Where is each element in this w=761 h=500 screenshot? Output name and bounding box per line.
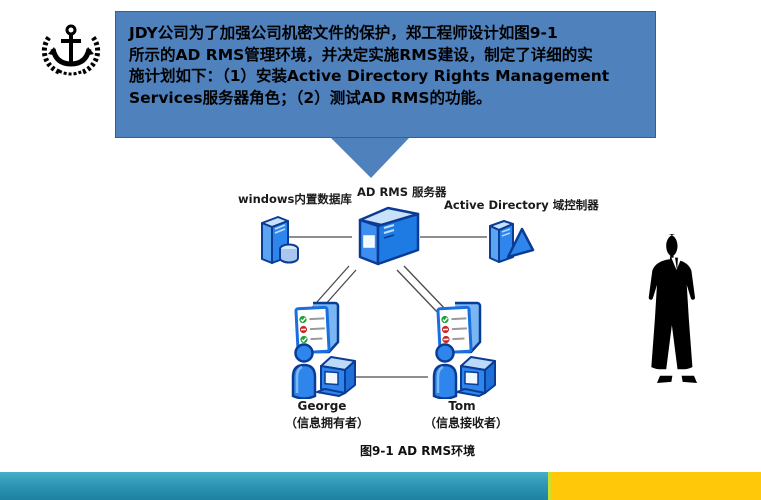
footer-bar-divider [548,472,551,500]
george-person-icon [290,343,322,399]
scenario-line-4: Services服务器角色；（2）测试AD RMS的功能。 [129,88,492,107]
george-computer-icon [315,352,357,398]
database-server-icon [252,210,302,268]
scenario-line-2: 所示的AD RMS管理环境，并决定实施RMS建设，制定了详细的实 [129,45,593,64]
tom-person-icon [431,343,463,399]
anchor-wreath-logo [40,20,102,78]
footer-teal-bar [0,472,548,500]
tom-name-label: Tom [448,399,476,413]
george-document-icon [294,300,344,360]
tom-computer-icon [455,352,497,398]
figure-caption: 图9-1 AD RMS环境 [360,444,476,458]
scenario-line-1: JDY公司为了加强公司机密文件的保护，郑工程师设计如图9-1 [129,24,558,42]
rms-server-icon [348,200,426,270]
footer-yellow-bar [551,472,761,500]
scenario-line-3: 施计划如下：（1）安装Active Directory Rights Manag… [129,67,610,85]
label-active-directory-dc: Active Directory 域控制器 [444,198,599,212]
tom-role-label: （信息接收者） [423,416,508,430]
scenario-callout: JDY公司为了加强公司机密文件的保护，郑工程师设计如图9-1 所示的AD RMS… [115,11,656,138]
george-role-label: （信息拥有者） [284,416,369,430]
scenario-text: JDY公司为了加强公司机密文件的保护，郑工程师设计如图9-1 所示的AD RMS… [116,12,655,109]
callout-tail [331,138,409,178]
label-windows-internal-database: windows内置数据库 [238,192,352,206]
anchor-icon [41,24,101,76]
domain-controller-icon [484,217,538,267]
businessman-silhouette [648,233,706,385]
label-ad-rms-server: AD RMS 服务器 [357,185,447,199]
tom-document-icon [436,300,486,360]
george-name-label: George [297,399,347,413]
